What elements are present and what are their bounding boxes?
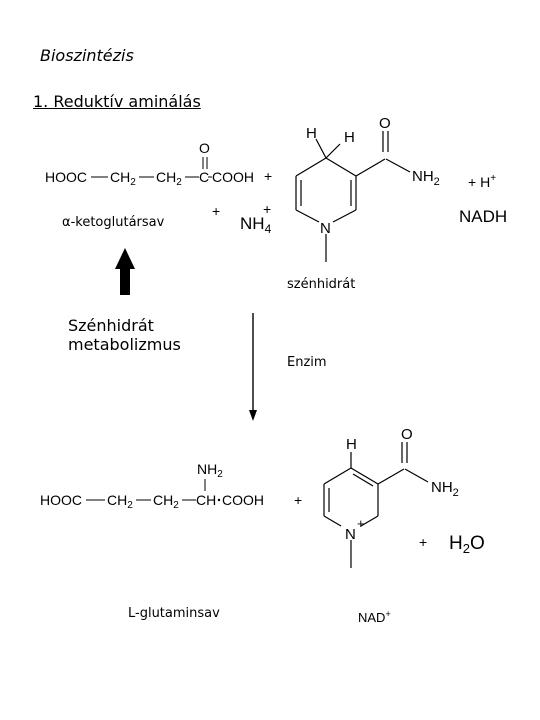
carbohydrate-label: szénhidrát <box>287 277 356 292</box>
enzyme-label: Enzim <box>287 355 327 370</box>
svg-text:NH4: NH4 <box>240 214 272 236</box>
ring-bond <box>295 157 327 177</box>
ring-bond <box>332 209 357 223</box>
ring-bond <box>295 209 320 223</box>
nadh-label: NADH <box>459 207 507 226</box>
plus-sign: + <box>212 203 220 219</box>
plus-sign: + <box>294 492 302 508</box>
section-heading: 1. Reduktív aminálás <box>33 92 201 111</box>
ring-bond <box>325 157 357 177</box>
alpha-ch: CH <box>196 492 216 508</box>
hydrogen-atom: H <box>306 125 317 142</box>
nad-structure <box>323 442 429 568</box>
carbonyl-carbon: C <box>199 169 209 185</box>
proton: + H+ <box>468 173 496 190</box>
metabolism-label-line1: Szénhidrát <box>68 316 154 335</box>
oxygen-atom: O <box>401 426 413 443</box>
nad-label: NAD+ <box>358 609 391 625</box>
oxygen-atom: O <box>379 115 391 132</box>
ketoglutarate-name: α-ketoglutársav <box>62 215 165 230</box>
nitrogen-atom: N <box>320 220 331 237</box>
ch-bond <box>315 138 327 159</box>
nitrogen-atom: N <box>345 526 356 543</box>
amide-bond <box>355 158 386 177</box>
ammonium-ion: NH4 + <box>240 201 272 236</box>
charge-sign: + <box>263 201 271 217</box>
nadh-structure <box>295 131 411 262</box>
glutamate-name: L-glutaminsav <box>128 606 220 621</box>
amide-nh2: NH2 <box>431 479 459 499</box>
cooh-group: COOH <box>222 492 264 508</box>
amino-group: NH2 <box>197 461 223 480</box>
hydrogen-atom: H <box>344 129 355 146</box>
metabolism-up-arrow <box>115 248 135 295</box>
ring-bond <box>323 467 352 485</box>
nadh-atom-labels: H H O NH2 N <box>306 115 440 237</box>
ch2-group: CH2 <box>110 169 136 188</box>
page-title: Bioszintézis <box>40 46 134 65</box>
amide-nh2: NH2 <box>412 168 440 188</box>
ch2-group: CH2 <box>156 169 182 188</box>
ring-double-bond <box>352 473 374 487</box>
hooc-group: HOOC <box>40 492 82 508</box>
plus-sign: + <box>419 534 427 550</box>
bond-dot <box>217 498 221 502</box>
ring-bond <box>323 515 342 527</box>
ring-bond <box>360 515 379 527</box>
hydrogen-atom: H <box>346 436 357 453</box>
amide-bond <box>404 468 429 483</box>
nad-atom-labels: H O NH2 N + <box>345 426 459 543</box>
glutamate-formula: HOOC CH2 CH2 CH COOH NH2 <box>40 461 264 511</box>
reaction-down-arrow <box>249 313 257 421</box>
ch2-group: CH2 <box>153 492 179 511</box>
water: H2O <box>449 533 485 556</box>
ch-bond <box>325 143 341 159</box>
cooh-group: COOH <box>212 169 254 185</box>
ring-bond <box>350 467 379 485</box>
plus-sign: + <box>264 168 272 184</box>
metabolism-label-line2: metabolizmus <box>68 335 181 354</box>
ch2-group: CH2 <box>107 492 133 511</box>
amide-bond <box>385 158 411 173</box>
ketoglutarate-formula: HOOC CH2 CH2 C COOH O <box>45 140 254 188</box>
amide-bond <box>377 468 405 485</box>
charge-sign: + <box>357 516 365 531</box>
oxo-oxygen: O <box>199 140 210 156</box>
hooc-group: HOOC <box>45 169 87 185</box>
